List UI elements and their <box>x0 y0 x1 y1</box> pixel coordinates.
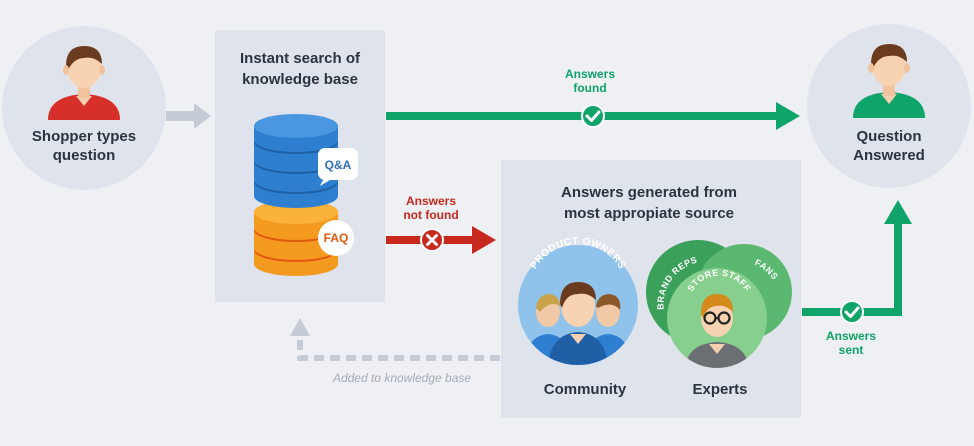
shopper-label-2: question <box>53 147 116 164</box>
sent-check-icon <box>840 300 864 324</box>
added-to-kb-arrow: Added to knowledge base <box>290 318 500 385</box>
added-label: Added to knowledge base <box>332 371 471 385</box>
found-check-icon <box>581 104 605 128</box>
answers-not-found-arrow: Answers not found <box>386 194 496 254</box>
experts-label: Experts <box>692 381 747 398</box>
answers-found-arrow: Answers found <box>386 67 800 130</box>
answered-label-1: Question <box>856 128 921 145</box>
search-title-2: knowledge base <box>242 71 358 88</box>
sources-title-1: Answers generated from <box>561 184 737 201</box>
answered-avatar-icon <box>853 44 925 118</box>
community-icon: PRODUCT OWNERS <box>518 236 638 365</box>
found-label-1: Answers <box>565 67 615 81</box>
answer-sources-panel: Answers generated from most appropiate s… <box>501 160 801 418</box>
search-title-1: Instant search of <box>240 50 361 67</box>
sent-label-2: sent <box>839 343 864 357</box>
shopper-label-1: Shopper types <box>32 128 136 145</box>
qa-badge: Q&A <box>318 148 358 186</box>
shopper-to-search-arrow <box>166 103 211 129</box>
qa-badge-label: Q&A <box>325 158 352 172</box>
database-icon <box>254 114 338 276</box>
answered-label-2: Answered <box>853 147 925 164</box>
found-label-2: found <box>573 81 606 95</box>
faq-badge: FAQ <box>318 220 354 256</box>
experts-icon: BRAND REPS FANS STORE STAFF <box>646 240 792 368</box>
answers-sent-arrow: Answers sent <box>802 200 912 357</box>
sources-title-2: most appropiate source <box>564 205 734 222</box>
faq-badge-label: FAQ <box>324 231 349 245</box>
answered-node: Question Answered <box>807 24 971 188</box>
shopper-avatar-icon <box>48 46 120 120</box>
not-found-label-1: Answers <box>406 194 456 208</box>
not-found-label-2: not found <box>403 208 458 222</box>
sent-label-1: Answers <box>826 329 876 343</box>
knowledge-base-panel: Instant search of knowledge base Q&A <box>215 30 385 302</box>
shopper-node: Shopper types question <box>2 26 166 190</box>
community-label: Community <box>544 381 627 398</box>
